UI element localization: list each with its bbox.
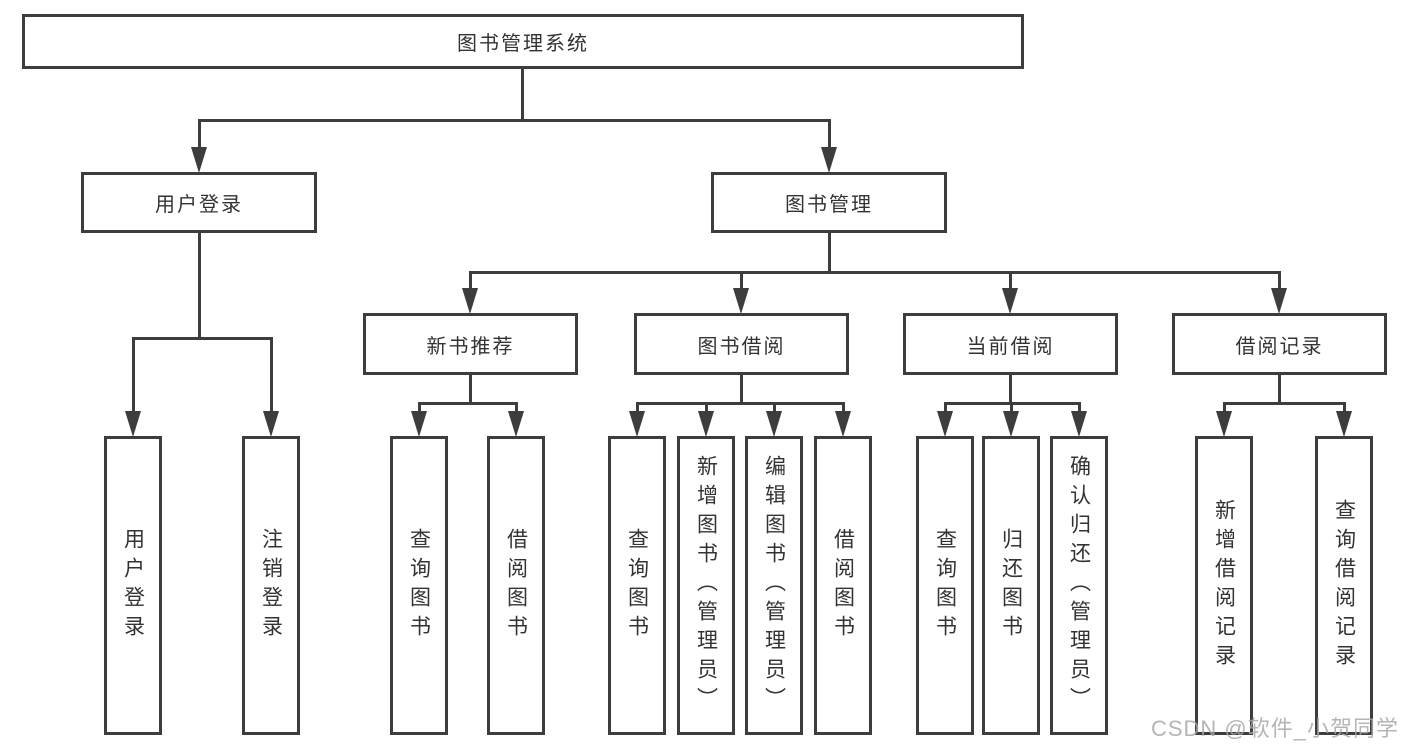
connector-stem-borrow-book-2	[842, 402, 845, 413]
node-label: 确认归还（管理员）	[1067, 455, 1091, 716]
connector-stem-book-borrow	[740, 271, 743, 291]
connector-stem-query-borrow-record	[1343, 402, 1346, 413]
node-label: 注销登录	[259, 527, 283, 644]
connector-stem-borrow-book-1	[515, 402, 518, 413]
leaf-query-borrow-record: 查询借阅记录	[1315, 436, 1373, 735]
connector-stem-query-book-2	[636, 402, 639, 413]
leaf-borrow-book-1: 借阅图书	[487, 436, 545, 735]
connector-stem-borrow-record	[1278, 271, 1281, 291]
arrowhead-borrow-book-2	[835, 411, 851, 437]
connector-current-borrow-vertical	[1009, 372, 1012, 404]
arrowhead-edit-book	[766, 411, 782, 437]
connector-root-vertical	[521, 66, 524, 122]
arrowhead-current-borrow	[1002, 288, 1018, 314]
arrowhead-book-borrow	[733, 288, 749, 314]
node-label: 查询图书	[933, 527, 957, 644]
connector-stem-current-borrow	[1009, 271, 1012, 291]
connector-stem-edit-book	[773, 402, 776, 413]
leaf-add-book-admin: 新增图书（管理员）	[677, 436, 735, 735]
arrowhead-borrow-record	[1271, 288, 1287, 314]
connector-stem-user-login	[198, 119, 201, 149]
node-label: 新书推荐	[426, 335, 515, 358]
node-label: 归还图书	[999, 527, 1023, 644]
csdn-watermark: CSDN @软件_小贺同学	[1150, 716, 1399, 741]
connector-stem-leaf-logout	[270, 337, 273, 413]
connector-stem-leaf-user-login	[132, 337, 135, 413]
arrowhead-user-login	[191, 147, 207, 173]
node-label: 图书管理系统	[457, 33, 589, 55]
connector-stem-confirm-return	[1078, 402, 1081, 413]
leaf-query-book-1: 查询图书	[390, 436, 448, 735]
arrowhead-confirm-return	[1071, 411, 1087, 437]
connector-stem-return-book	[1010, 402, 1013, 413]
arrowhead-add-borrow-record	[1216, 411, 1232, 437]
node-book-borrow: 图书借阅	[634, 313, 849, 375]
connector-book-management-vertical	[828, 230, 831, 274]
leaf-borrow-book-2: 借阅图书	[814, 436, 872, 735]
arrowhead-return-book	[1003, 411, 1019, 437]
connector-book-borrow-horizontal	[636, 402, 844, 405]
connector-user-login-vertical	[198, 230, 201, 339]
node-label: 当前借阅	[966, 335, 1055, 358]
arrowhead-add-book	[698, 411, 714, 437]
arrowhead-borrow-book-1	[508, 411, 524, 437]
connector-level2-horizontal	[198, 119, 831, 122]
node-label: 查询借阅记录	[1332, 498, 1356, 673]
node-label: 查询图书	[625, 527, 649, 644]
node-label: 编辑图书（管理员）	[762, 455, 786, 716]
connector-borrow-record-vertical	[1278, 372, 1281, 404]
node-user-login: 用户登录	[81, 172, 317, 233]
arrowhead-book-management	[821, 147, 837, 173]
connector-borrow-record-horizontal	[1223, 402, 1345, 405]
node-label: 用户登录	[121, 527, 145, 644]
node-borrow-record: 借阅记录	[1172, 313, 1387, 375]
connector-user-login-horizontal	[132, 337, 273, 340]
leaf-edit-book-admin: 编辑图书（管理员）	[745, 436, 803, 735]
leaf-add-borrow-record: 新增借阅记录	[1195, 436, 1253, 735]
node-label: 用户登录	[155, 194, 243, 216]
node-label: 借阅图书	[504, 527, 528, 644]
leaf-user-login: 用户登录	[104, 436, 162, 735]
arrowhead-query-book-1	[411, 411, 427, 437]
node-label: 查询图书	[407, 527, 431, 644]
connector-stem-query-book-1	[418, 402, 421, 413]
node-label: 新增图书（管理员）	[694, 455, 718, 716]
node-label: 图书借阅	[697, 335, 786, 358]
connector-level3-horizontal	[469, 271, 1281, 274]
connector-new-book-recommend-vertical	[469, 372, 472, 404]
arrowhead-query-borrow-record	[1336, 411, 1352, 437]
node-label: 图书管理	[785, 194, 873, 216]
arrowhead-leaf-logout	[263, 411, 279, 437]
node-label: 借阅图书	[831, 527, 855, 644]
leaf-confirm-return-admin: 确认归还（管理员）	[1050, 436, 1108, 735]
node-current-borrow: 当前借阅	[903, 313, 1118, 375]
leaf-logout: 注销登录	[242, 436, 300, 735]
connector-stem-new-book-recommend	[469, 271, 472, 291]
arrowhead-query-book-3	[937, 411, 953, 437]
node-library-management-system: 图书管理系统	[22, 14, 1024, 69]
node-new-book-recommend: 新书推荐	[363, 313, 578, 375]
leaf-return-book: 归还图书	[982, 436, 1040, 735]
arrowhead-new-book-recommend	[462, 288, 478, 314]
node-label: 借阅记录	[1235, 335, 1324, 358]
connector-stem-book-management	[828, 119, 831, 149]
connector-stem-add-book	[705, 402, 708, 413]
leaf-query-book-2: 查询图书	[608, 436, 666, 735]
connector-stem-query-book-3	[944, 402, 947, 413]
arrowhead-leaf-user-login	[125, 411, 141, 437]
leaf-query-book-3: 查询图书	[916, 436, 974, 735]
connector-book-borrow-vertical	[740, 372, 743, 404]
arrowhead-query-book-2	[629, 411, 645, 437]
connector-new-book-recommend-horizontal	[418, 402, 518, 405]
node-label: 新增借阅记录	[1212, 498, 1236, 673]
connector-stem-add-borrow-record	[1223, 402, 1226, 413]
node-book-management: 图书管理	[711, 172, 947, 233]
